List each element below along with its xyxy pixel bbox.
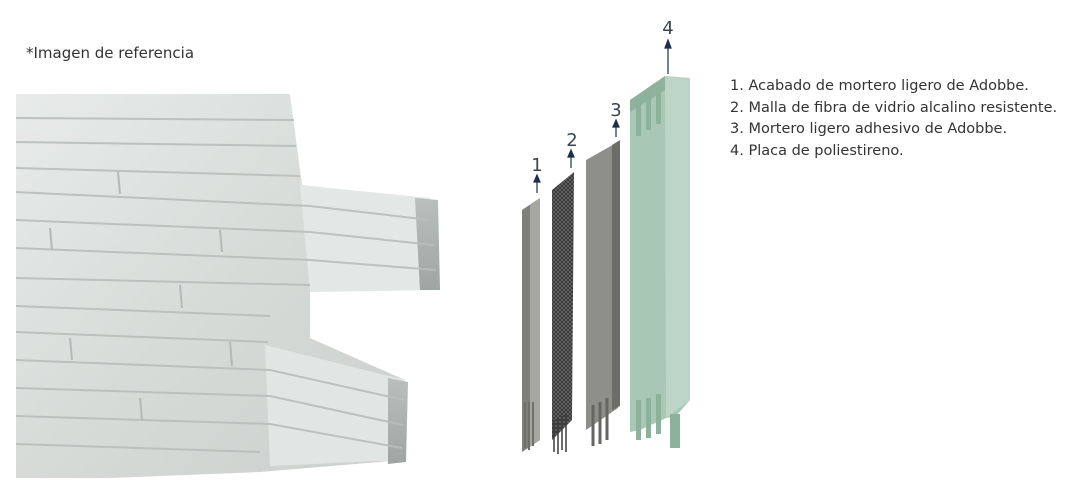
layer-number-3: 3 — [610, 100, 621, 121]
layer-diagram: 1 2 3 4 — [522, 18, 690, 454]
legend-item: 2. Malla de fibra de vidrio alcalino res… — [730, 99, 1058, 116]
layer-3-adhesive-mortar — [586, 140, 620, 446]
layer-number-2: 2 — [566, 130, 577, 151]
stone-wall-photo — [15, 94, 440, 478]
legend-item: 3. Mortero ligero adhesivo de Adobbe. — [730, 121, 1008, 137]
layer-number-1: 1 — [531, 155, 542, 176]
legend-item: 4. Placa de poliestireno. — [730, 142, 904, 159]
layer-4-polystyrene-board — [630, 76, 690, 448]
reference-image-caption: *Imagen de referencia — [26, 44, 195, 62]
layer-1-finish-mortar — [522, 198, 540, 452]
layer-2-fiberglass-mesh — [552, 172, 574, 454]
legend-item: 1. Acabado de mortero ligero de Adobbe. — [730, 78, 1029, 94]
layer-number-4: 4 — [662, 18, 673, 39]
layer-legend: 1. Acabado de mortero ligero de Adobbe. … — [730, 76, 1057, 162]
